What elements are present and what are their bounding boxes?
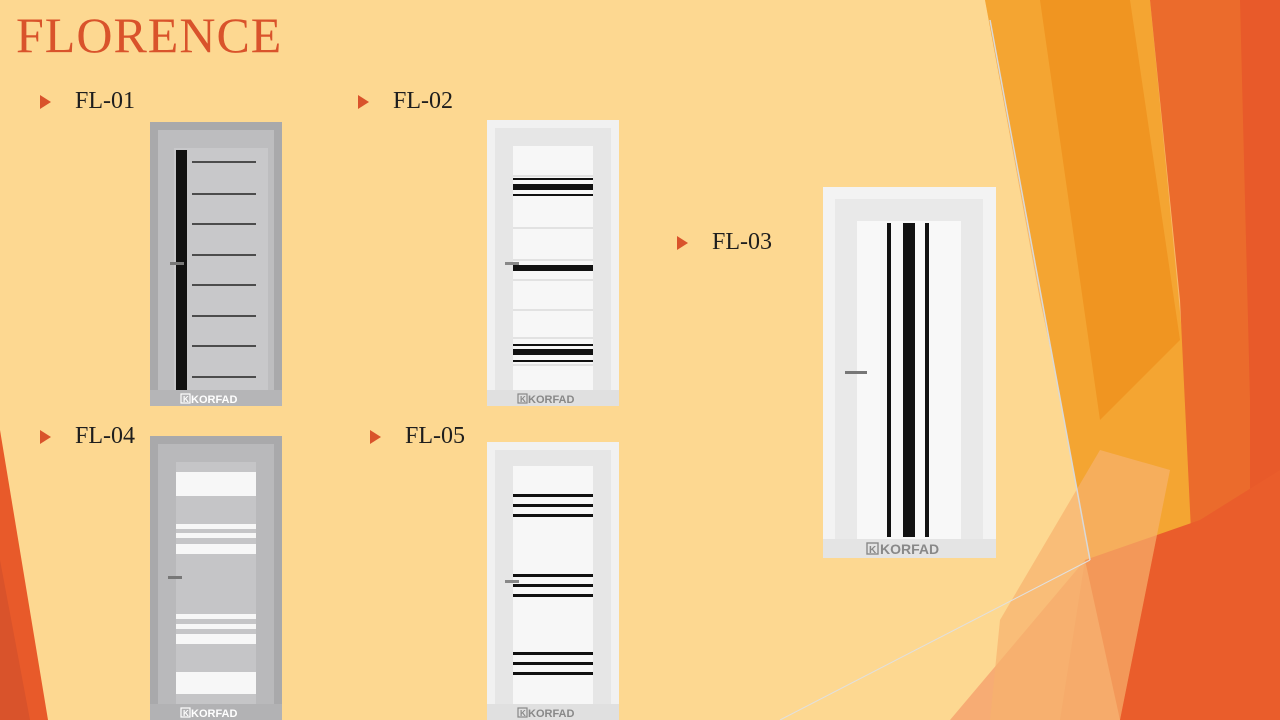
brand-name: KORFAD bbox=[191, 708, 238, 720]
slide-title: FLORENCE bbox=[16, 7, 283, 63]
triangle-bullet-icon bbox=[677, 235, 688, 250]
product-code: FL-05 bbox=[405, 423, 465, 449]
product-code: FL-01 bbox=[75, 88, 135, 114]
product-label-fl02: FL-02 bbox=[358, 88, 453, 115]
door-image-fl01: K KORFAD bbox=[150, 122, 282, 406]
triangle-bullet-icon bbox=[40, 429, 51, 444]
svg-text:K: K bbox=[183, 709, 189, 718]
triangle-bullet-icon bbox=[358, 94, 369, 109]
brand-name: KORFAD bbox=[528, 708, 575, 720]
product-code: FL-04 bbox=[75, 423, 135, 449]
product-code: FL-03 bbox=[712, 229, 772, 255]
triangle-bullet-icon bbox=[40, 94, 51, 109]
k-logo-icon: K bbox=[517, 707, 528, 718]
product-code: FL-02 bbox=[393, 88, 453, 114]
svg-text:K: K bbox=[520, 395, 526, 404]
svg-text:K: K bbox=[183, 395, 189, 404]
door-image-fl02: K KORFAD bbox=[487, 120, 619, 406]
product-label-fl03: FL-03 bbox=[677, 229, 772, 256]
k-logo-icon: K bbox=[180, 393, 191, 404]
brand-name: KORFAD bbox=[191, 394, 238, 406]
product-label-fl05: FL-05 bbox=[370, 423, 465, 450]
svg-text:K: K bbox=[869, 545, 877, 556]
triangle-bullet-icon bbox=[370, 429, 381, 444]
product-label-fl04: FL-04 bbox=[40, 423, 135, 450]
k-logo-icon: K bbox=[180, 707, 191, 718]
door-image-fl04: K KORFAD bbox=[150, 436, 282, 720]
svg-text:K: K bbox=[520, 709, 526, 718]
k-logo-icon: K bbox=[866, 542, 879, 556]
k-logo-icon: K bbox=[517, 393, 528, 404]
brand-name: KORFAD bbox=[528, 394, 575, 406]
door-image-fl05: K KORFAD bbox=[487, 442, 619, 720]
product-label-fl01: FL-01 bbox=[40, 88, 135, 115]
brand-name: KORFAD bbox=[880, 541, 939, 557]
door-image-fl03: K KORFAD bbox=[823, 187, 996, 558]
